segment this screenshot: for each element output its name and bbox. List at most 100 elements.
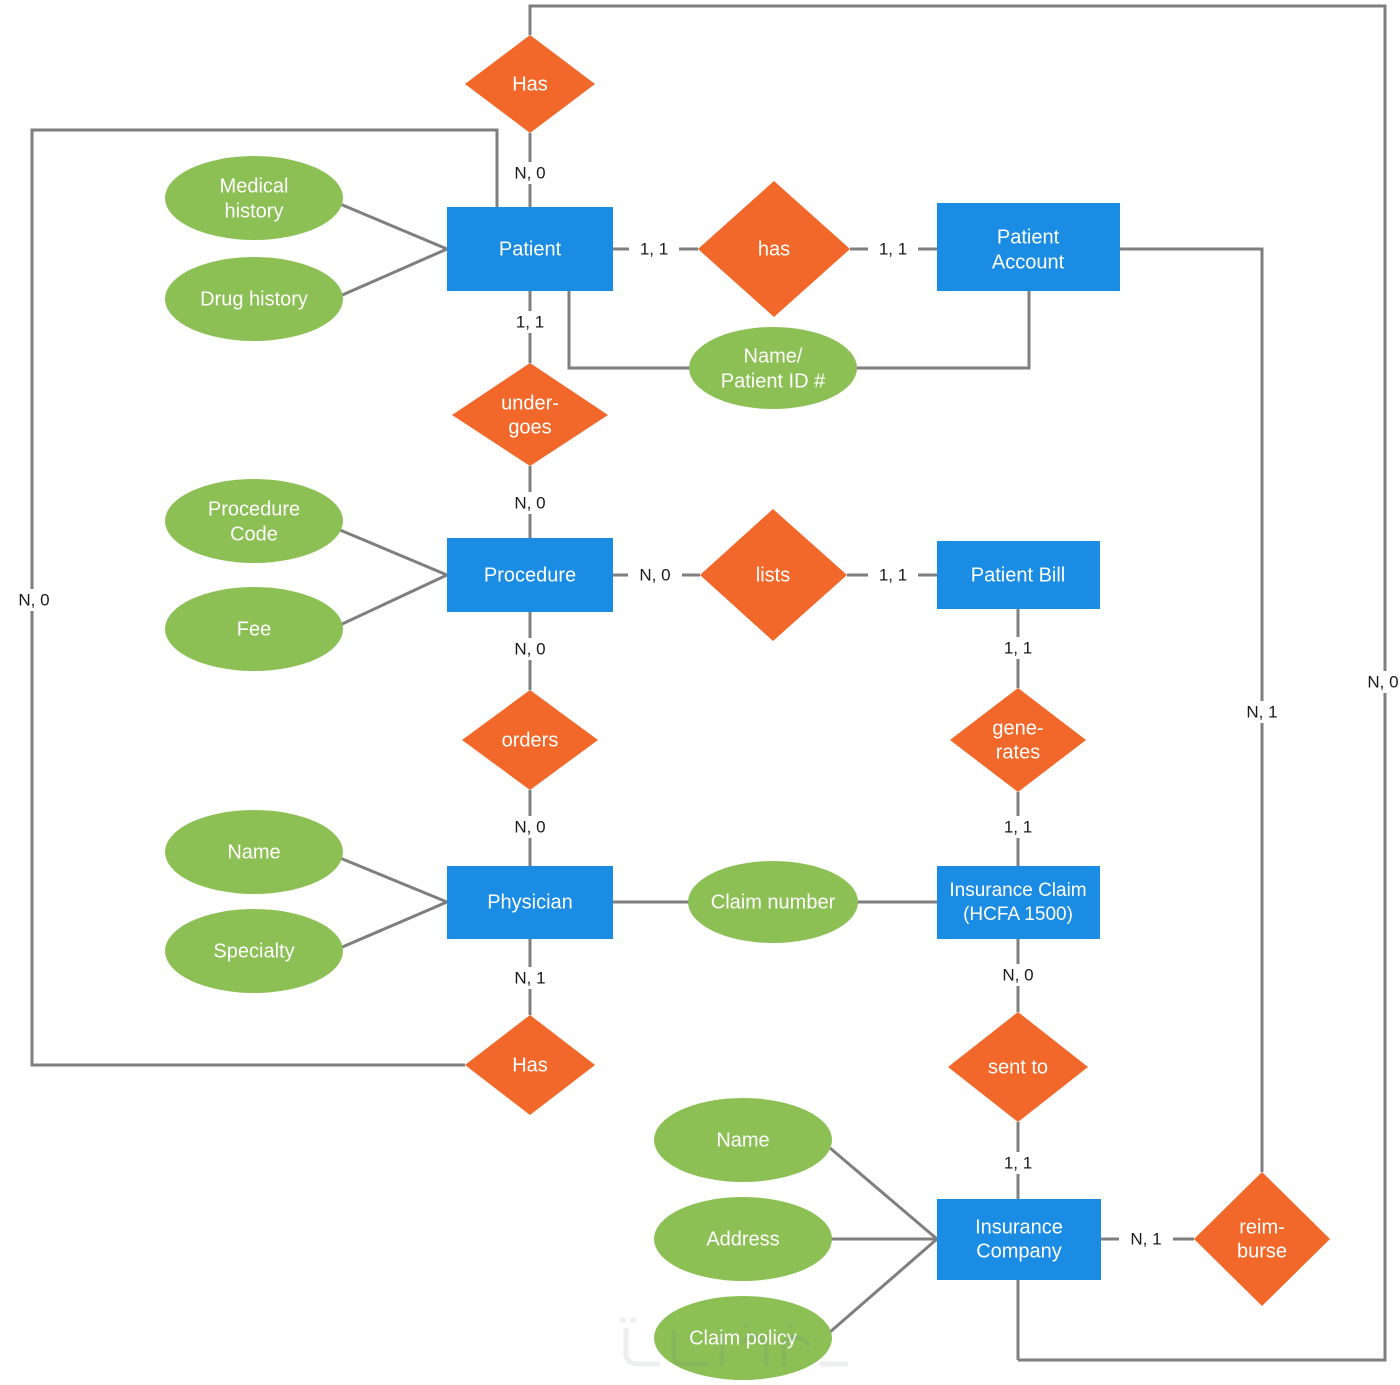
- cardinality-sent-to-insurance-company: 1, 1: [993, 1152, 1043, 1174]
- attribute-drug-history-line1: Drug history: [200, 288, 308, 310]
- cardinality-patient-has-text: 1, 1: [640, 239, 668, 258]
- edge-patient-account-to-name-id: [855, 291, 1031, 370]
- edge-name-id-to-patient: [567, 291, 692, 370]
- entity-physician[interactable]: Physician: [447, 866, 613, 939]
- entity-procedure-line1: Procedure: [484, 564, 576, 586]
- cardinality-insurance-company-reimburse: N, 1: [1119, 1228, 1173, 1250]
- entity-patient-account-line2: Account: [992, 251, 1065, 273]
- cardinality-has-patient-account: 1, 1: [868, 238, 918, 260]
- attribute-medical-history[interactable]: Medical history: [165, 156, 343, 240]
- cardinality-orders-physician: N, 0: [503, 816, 557, 838]
- cardinality-insurance-company-reimburse-text: N, 1: [1130, 1229, 1161, 1248]
- attribute-company-address[interactable]: Address: [654, 1197, 832, 1281]
- cardinality-procedure-lists: N, 0: [628, 564, 682, 586]
- attribute-name-patient-id-line1: Name/: [744, 345, 803, 367]
- cardinality-lists-patient-bill-text: 1, 1: [879, 565, 907, 584]
- attribute-claim-number[interactable]: Claim number: [688, 861, 858, 943]
- relationship-reimburse-line1: reim-: [1239, 1216, 1285, 1238]
- relationship-undergoes-line2: goes: [508, 416, 551, 438]
- cardinality-physician-has-bottom: N, 1: [503, 967, 557, 989]
- attribute-specialty-line1: Specialty: [213, 940, 294, 962]
- attribute-claim-policy[interactable]: Claim policy: [654, 1296, 832, 1380]
- relationship-sent-to[interactable]: sent to: [948, 1012, 1088, 1122]
- cardinality-layer: N, 0 1, 1 1, 1 1, 1 N, 0 N, 0 1, 1: [7, 162, 1400, 1250]
- attribute-company-name[interactable]: Name: [654, 1098, 832, 1182]
- edge-company-name-to-insurance-company: [829, 1146, 938, 1241]
- cardinality-insurance-claim-sent-to: N, 0: [991, 964, 1045, 986]
- edge-fee-to-procedure: [339, 573, 448, 627]
- relationship-lists-line1: lists: [756, 564, 790, 586]
- attribute-procedure-code-line2: Code: [230, 523, 278, 545]
- entity-layer: Patient Patient Account Procedure Patien…: [447, 203, 1120, 1280]
- attribute-physician-name-line1: Name: [227, 841, 280, 863]
- cardinality-sent-to-insurance-company-text: 1, 1: [1004, 1153, 1032, 1172]
- attribute-drug-history[interactable]: Drug history: [165, 257, 343, 341]
- cardinality-has-top-patient: N, 0: [503, 162, 557, 184]
- edge-reimburse-loop-to-patient-account: [1120, 247, 1264, 1172]
- relationship-layer: Has has under- goes lists orders gene- r…: [452, 35, 1330, 1306]
- entity-patient-line1: Patient: [499, 238, 562, 260]
- relationship-lists[interactable]: lists: [700, 509, 847, 641]
- entity-patient-bill-line1: Patient Bill: [971, 564, 1066, 586]
- attribute-procedure-code[interactable]: Procedure Code: [165, 479, 343, 563]
- attribute-name-patient-id-line2: Patient ID #: [721, 370, 826, 392]
- entity-insurance-company-line1: Insurance: [975, 1216, 1063, 1238]
- relationship-has-small-line1: has: [758, 238, 790, 260]
- entity-physician-line1: Physician: [487, 891, 573, 913]
- entity-insurance-company[interactable]: Insurance Company: [937, 1199, 1101, 1280]
- edge-claim-policy-to-insurance-company: [829, 1237, 938, 1334]
- cardinality-patient-has: 1, 1: [629, 238, 679, 260]
- relationship-undergoes[interactable]: under- goes: [452, 363, 608, 466]
- relationship-generates-line1: gene-: [992, 717, 1043, 739]
- relationship-has-bottom[interactable]: Has: [465, 1015, 595, 1115]
- entity-insurance-company-line2: Company: [976, 1240, 1062, 1262]
- entity-patient[interactable]: Patient: [447, 207, 613, 291]
- attribute-physician-name[interactable]: Name: [165, 810, 343, 894]
- cardinality-has-patient-account-text: 1, 1: [879, 239, 907, 258]
- attribute-company-name-line1: Name: [716, 1129, 769, 1151]
- attribute-medical-history-line2: history: [225, 200, 284, 222]
- entity-patient-account[interactable]: Patient Account: [937, 203, 1120, 291]
- cardinality-left-loop-text: N, 0: [18, 590, 49, 609]
- relationship-undergoes-line1: under-: [501, 392, 559, 414]
- cardinality-orders-physician-text: N, 0: [514, 817, 545, 836]
- relationship-reimburse[interactable]: reim- burse: [1194, 1172, 1330, 1306]
- relationship-generates[interactable]: gene- rates: [950, 688, 1086, 792]
- cardinality-undergoes-procedure: N, 0: [503, 492, 557, 514]
- attribute-claim-number-line1: Claim number: [711, 891, 836, 913]
- entity-insurance-claim-line2: (HCFA 1500): [963, 904, 1073, 925]
- relationship-generates-line2: rates: [996, 741, 1040, 763]
- cardinality-insurance-claim-sent-to-text: N, 0: [1002, 965, 1033, 984]
- cardinality-patient-bill-generates-text: 1, 1: [1004, 638, 1032, 657]
- edge-has-bottom-left-loop: [30, 128, 499, 1067]
- cardinality-patient-undergoes-text: 1, 1: [516, 312, 544, 331]
- cardinality-far-right-loop-text: N, 0: [1367, 672, 1398, 691]
- entity-procedure[interactable]: Procedure: [447, 538, 613, 612]
- cardinality-undergoes-procedure-text: N, 0: [514, 493, 545, 512]
- cardinality-patient-undergoes: 1, 1: [505, 311, 555, 333]
- cardinality-far-right-loop: N, 0: [1358, 671, 1400, 693]
- entity-insurance-claim[interactable]: Insurance Claim (HCFA 1500): [937, 866, 1100, 939]
- attribute-name-patient-id[interactable]: Name/ Patient ID #: [689, 327, 857, 409]
- relationship-has-top[interactable]: Has: [465, 35, 595, 133]
- edge-medical-history-to-patient: [339, 202, 448, 251]
- relationship-sent-to-line1: sent to: [988, 1056, 1048, 1078]
- entity-patient-account-line1: Patient: [997, 226, 1060, 248]
- relationship-orders-line1: orders: [502, 729, 559, 751]
- entity-patient-bill[interactable]: Patient Bill: [937, 541, 1100, 609]
- cardinality-has-top-patient-text: N, 0: [514, 163, 545, 182]
- relationship-reimburse-line2: burse: [1237, 1240, 1287, 1262]
- relationship-has-small[interactable]: has: [698, 181, 850, 317]
- cardinality-procedure-orders-text: N, 0: [514, 639, 545, 658]
- cardinality-physician-has-bottom-text: N, 1: [514, 968, 545, 987]
- attribute-procedure-code-line1: Procedure: [208, 498, 300, 520]
- cardinality-generates-insurance-claim-text: 1, 1: [1004, 817, 1032, 836]
- attribute-medical-history-line1: Medical: [220, 175, 289, 197]
- attribute-claim-policy-line1: Claim policy: [689, 1327, 797, 1349]
- relationship-orders[interactable]: orders: [462, 690, 598, 790]
- attribute-company-address-line1: Address: [706, 1228, 779, 1250]
- attribute-fee[interactable]: Fee: [165, 587, 343, 671]
- attribute-specialty[interactable]: Specialty: [165, 909, 343, 993]
- attribute-fee-line1: Fee: [237, 618, 271, 640]
- edge-name-to-physician: [339, 856, 448, 904]
